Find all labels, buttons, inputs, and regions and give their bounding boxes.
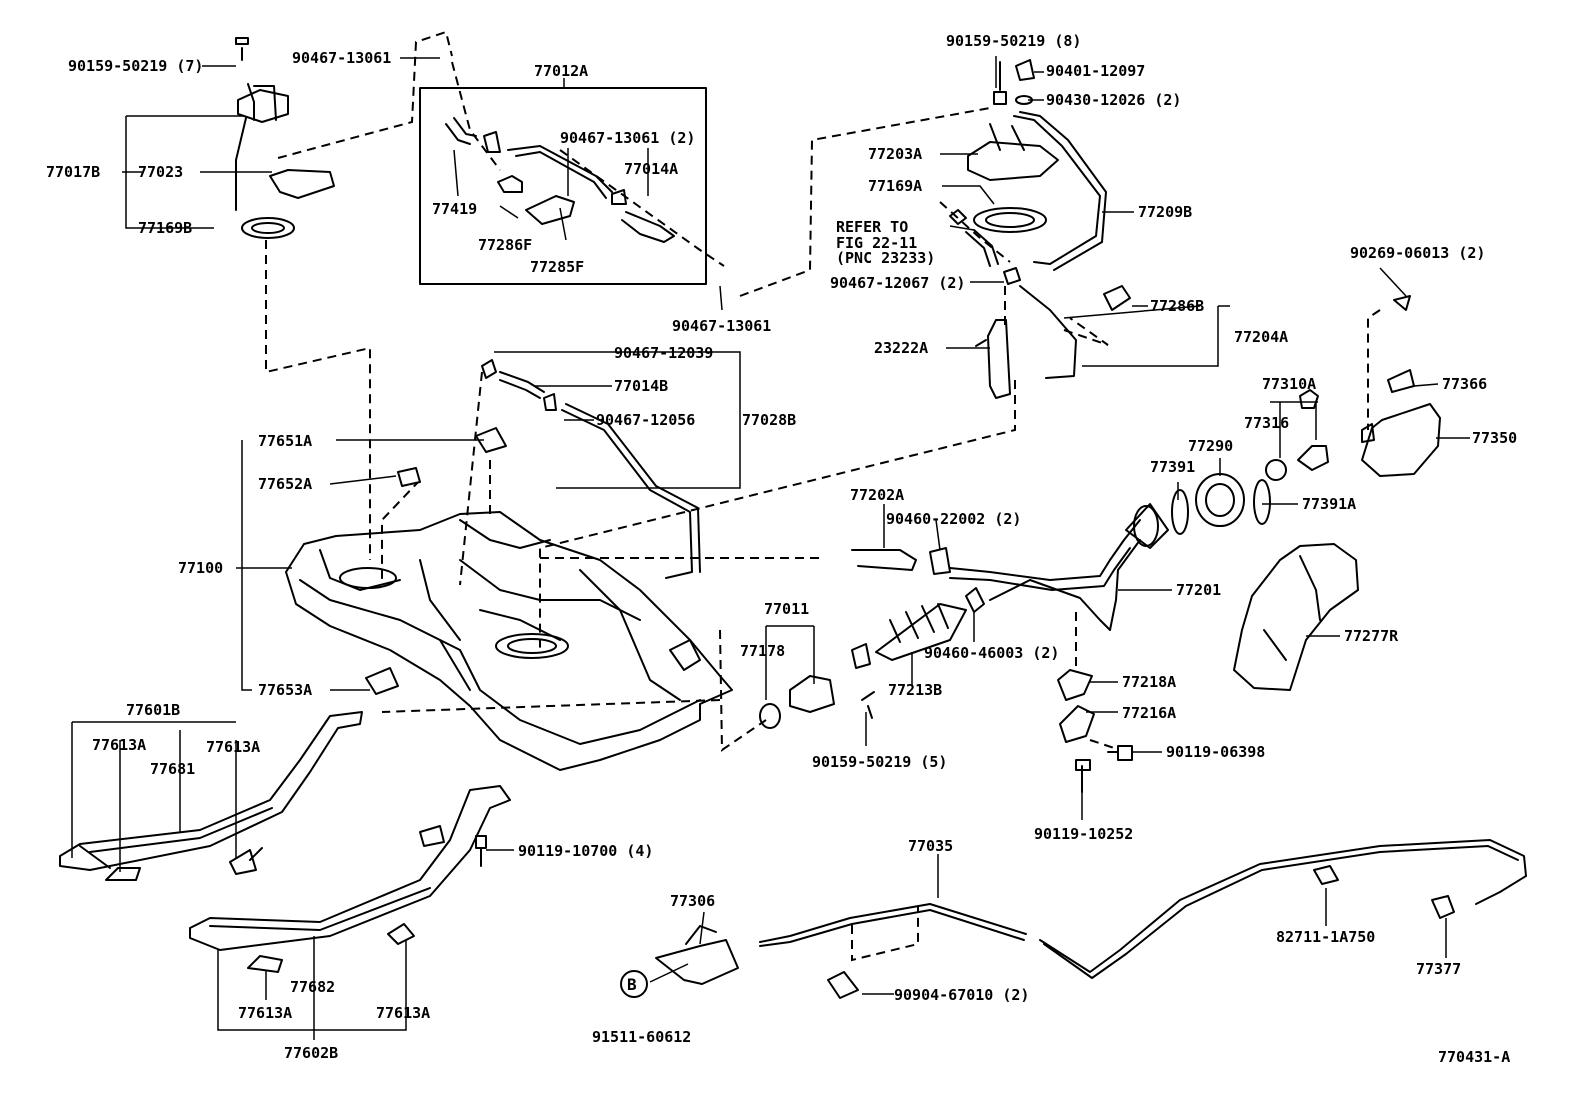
sender-gauge-77017b xyxy=(235,37,335,239)
label-90467-12056: 90467-12056 xyxy=(596,411,695,429)
label-77286b: 77286B xyxy=(1150,297,1204,315)
strap-77602b xyxy=(189,785,511,973)
fuel-door-77350 xyxy=(1361,295,1441,477)
label-77366: 77366 xyxy=(1442,375,1487,393)
label-fig-22-11: FIG 22-11 xyxy=(836,234,917,252)
label-77178: 77178 xyxy=(740,642,785,660)
label-77286f: 77286F xyxy=(478,236,532,254)
label-90467-13061-mid: 90467-13061 xyxy=(672,317,771,335)
label-90467-13061-top: 90467-13061 xyxy=(292,49,391,67)
label-refer-to: REFER TO xyxy=(836,218,908,236)
label-90430-12026: 90430-12026 (2) xyxy=(1046,91,1181,109)
label-90467-12067: 90467-12067 (2) xyxy=(830,274,965,292)
label-90159-50219-8: 90159-50219 (8) xyxy=(946,32,1081,50)
label-90401-12097: 90401-12097 xyxy=(1046,62,1145,80)
label-77601b: 77601B xyxy=(126,701,180,719)
callout-b-marker: B xyxy=(620,970,648,998)
label-90159-50219-5: 90159-50219 (5) xyxy=(812,753,947,771)
label-77613a-a: 77613A xyxy=(92,736,146,754)
label-90467-12039: 90467-12039 xyxy=(614,344,713,362)
label-77216a: 77216A xyxy=(1122,704,1176,722)
label-77681: 77681 xyxy=(150,760,195,778)
label-77613a-b: 77613A xyxy=(206,738,260,756)
strap-77601b xyxy=(59,711,363,881)
pad-77652a xyxy=(397,467,421,487)
label-90119-06398: 90119-06398 xyxy=(1166,743,1265,761)
label-77419: 77419 xyxy=(432,200,477,218)
protector-77277r xyxy=(1233,543,1359,691)
valve-77011 xyxy=(759,675,875,729)
label-77290: 77290 xyxy=(1188,437,1233,455)
label-77202a: 77202A xyxy=(850,486,904,504)
lever-77306 xyxy=(655,925,739,985)
pad-77651a xyxy=(475,427,507,453)
label-77652a: 77652A xyxy=(258,475,312,493)
label-77169a: 77169A xyxy=(868,177,922,195)
label-77651a: 77651A xyxy=(258,432,312,450)
label-77391a: 77391A xyxy=(1302,495,1356,513)
group-box-77012a xyxy=(419,87,707,285)
label-77209b: 77209B xyxy=(1138,203,1192,221)
fuel-tank-77100 xyxy=(285,511,733,771)
label-77023: 77023 xyxy=(138,163,183,181)
label-77100: 77100 xyxy=(178,559,223,577)
label-90119-10700: 90119-10700 (4) xyxy=(518,842,653,860)
label-91511-60612: 91511-60612 xyxy=(592,1028,691,1046)
label-pnc-23233: (PNC 23233) xyxy=(836,249,935,267)
label-77602b: 77602B xyxy=(284,1044,338,1062)
label-90460-46003: 90460-46003 (2) xyxy=(924,644,1059,662)
label-770431-a: 770431-A xyxy=(1438,1048,1510,1066)
hoses-77012a xyxy=(445,117,675,243)
label-82711-1a750: 82711-1A750 xyxy=(1276,928,1375,946)
label-77377: 77377 xyxy=(1416,960,1461,978)
label-90269-06013: 90269-06013 (2) xyxy=(1350,244,1485,262)
label-77014b: 77014B xyxy=(614,377,668,395)
label-77035: 77035 xyxy=(908,837,953,855)
label-77391: 77391 xyxy=(1150,458,1195,476)
label-77285f: 77285F xyxy=(530,258,584,276)
label-77350: 77350 xyxy=(1472,429,1517,447)
label-77310a: 77310A xyxy=(1262,375,1316,393)
clamps-77218a-77216a xyxy=(1057,669,1095,793)
label-77316: 77316 xyxy=(1244,414,1289,432)
label-77653a: 77653A xyxy=(258,681,312,699)
label-90467-13061-2: 90467-13061 (2) xyxy=(560,129,695,147)
label-77277r: 77277R xyxy=(1344,627,1399,645)
label-77028b: 77028B xyxy=(742,411,796,429)
label-77169b: 77169B xyxy=(138,219,192,237)
label-90119-10252: 90119-10252 xyxy=(1034,825,1133,843)
label-77012a: 77012A xyxy=(534,62,588,80)
opener-cable-77035 xyxy=(759,839,1527,999)
label-77014a: 77014A xyxy=(624,160,678,178)
label-77204a: 77204A xyxy=(1234,328,1288,346)
parts-drawing xyxy=(59,37,1527,999)
label-77682: 77682 xyxy=(290,978,335,996)
label-77203a: 77203A xyxy=(868,145,922,163)
label-90159-50219-7: 90159-50219 (7) xyxy=(68,57,203,75)
label-77613a-d: 77613A xyxy=(376,1004,430,1022)
label-90904-67010: 90904-67010 (2) xyxy=(894,986,1029,1004)
assembly-dashed-lines xyxy=(265,30,1381,962)
label-90460-22002: 90460-22002 (2) xyxy=(886,510,1021,528)
filler-neck-77201 xyxy=(851,503,1169,669)
label-77011: 77011 xyxy=(764,600,809,618)
label-77306: 77306 xyxy=(670,892,715,910)
callout-b-letter: B xyxy=(627,975,637,994)
part-labels: 90159-50219 (7) 90467-13061 77012A 77017… xyxy=(46,32,1517,1066)
bolt-90119-06398 xyxy=(1107,745,1133,761)
label-77218a: 77218A xyxy=(1122,673,1176,691)
label-77213b: 77213B xyxy=(888,681,942,699)
pad-77653a xyxy=(365,667,399,695)
bolt-90119-10700 xyxy=(475,835,487,867)
label-77613a-c: 77613A xyxy=(238,1004,292,1022)
breather-hoses-77028b xyxy=(481,359,701,579)
label-77017b: 77017B xyxy=(46,163,100,181)
label-23222a: 23222A xyxy=(874,339,928,357)
label-77201: 77201 xyxy=(1176,581,1221,599)
leader-lines xyxy=(71,56,1470,1040)
